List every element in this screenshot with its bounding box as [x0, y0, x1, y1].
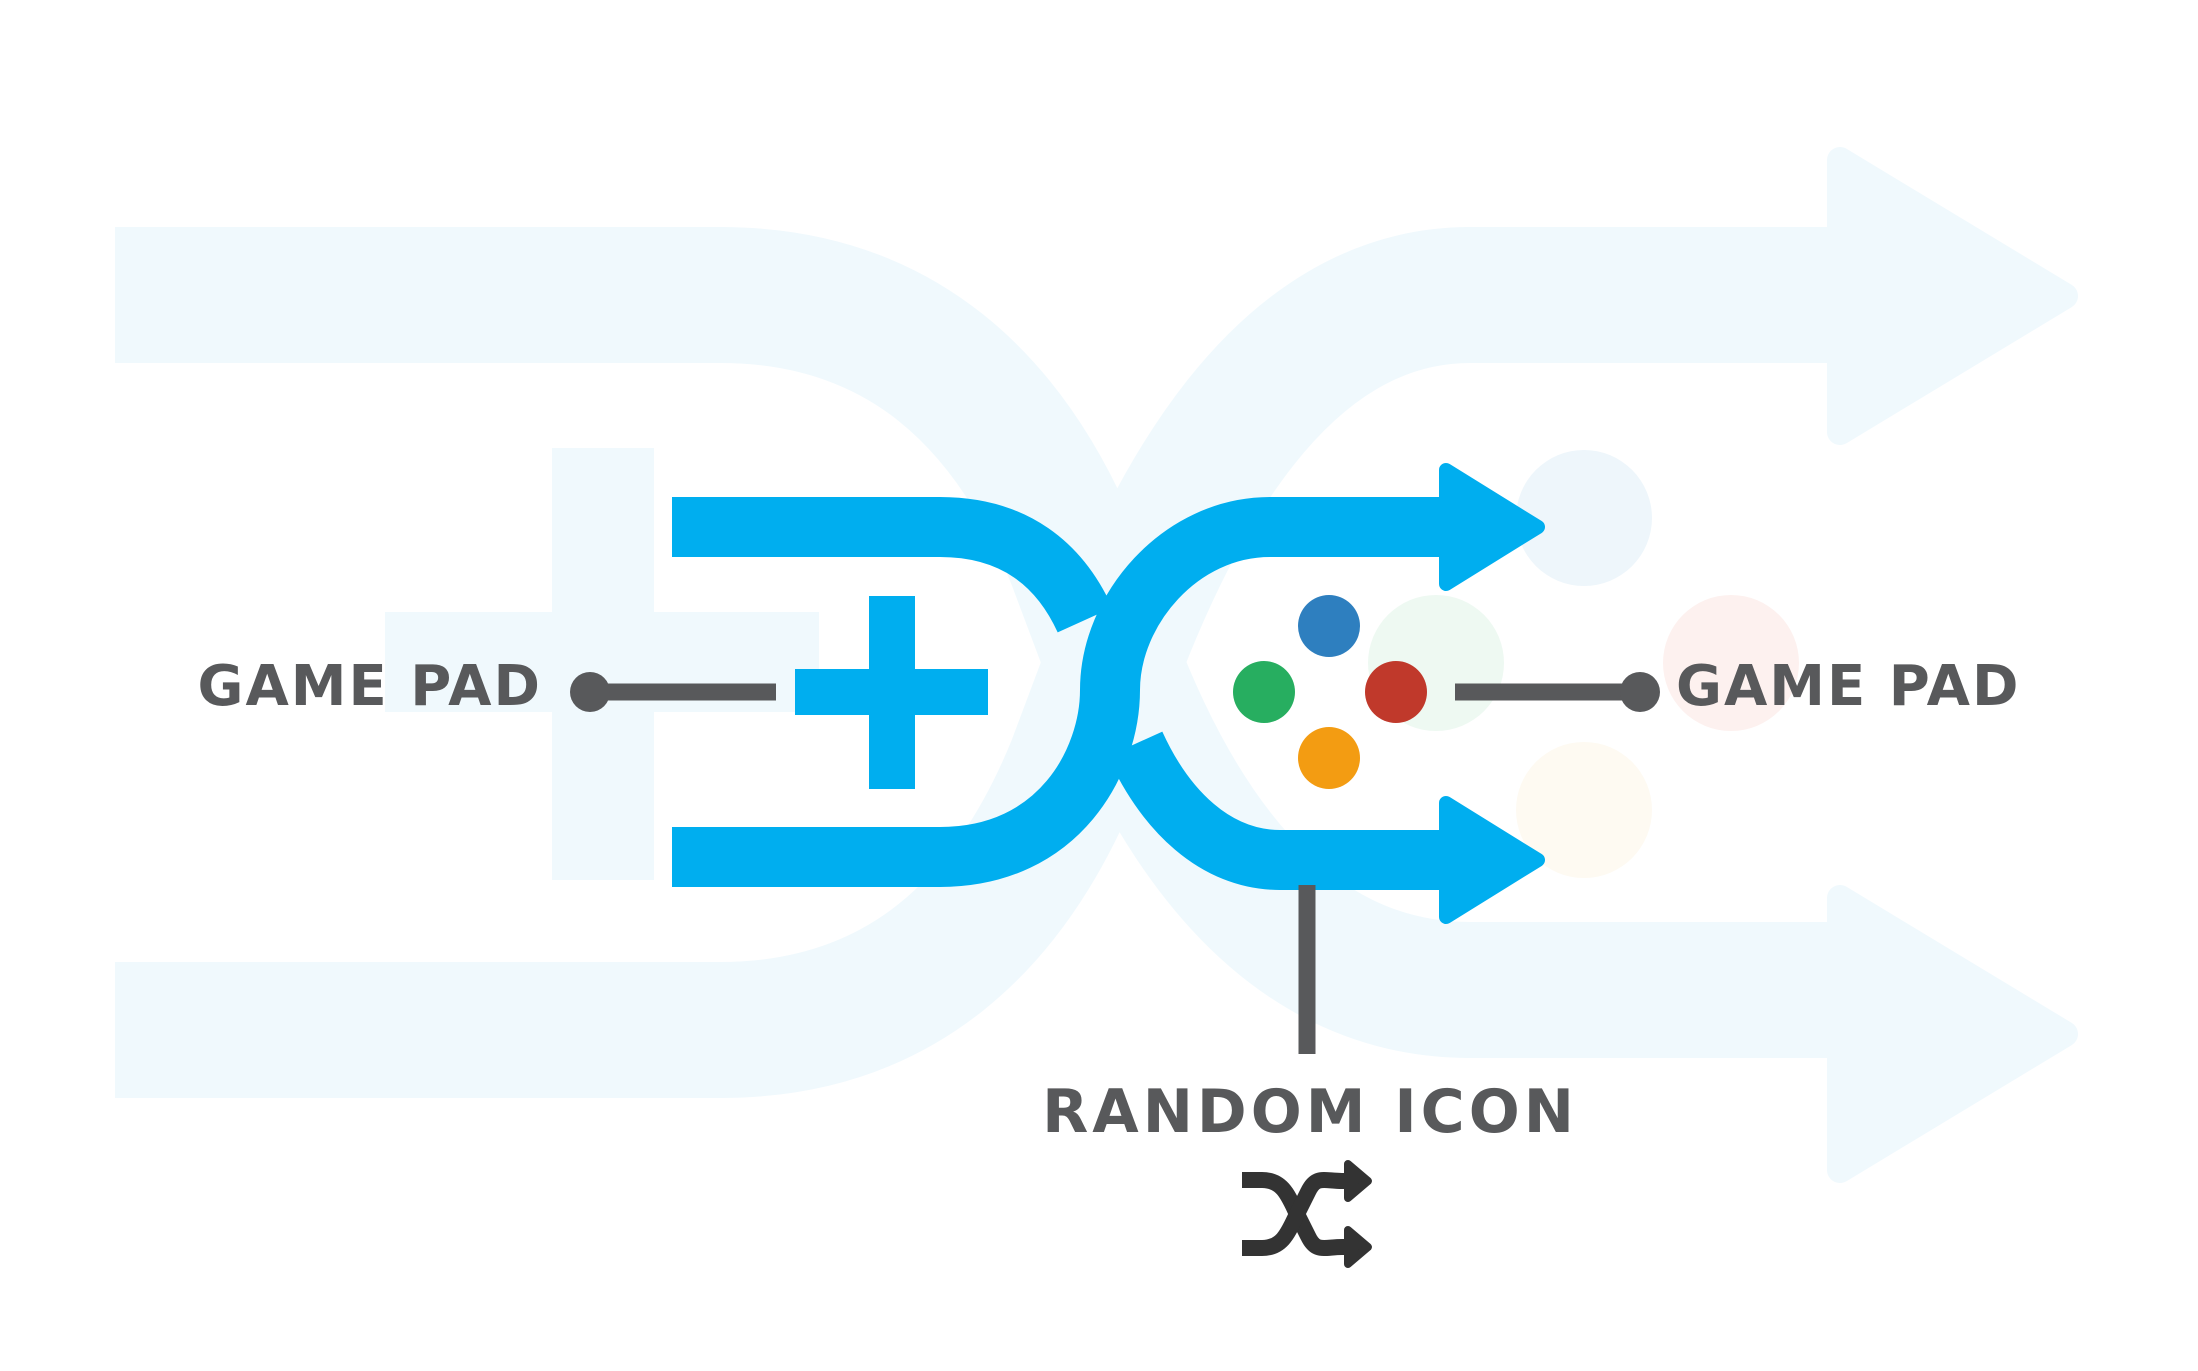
- small-shuffle-path-a: [1242, 1172, 1352, 1256]
- button-green: [1233, 661, 1295, 723]
- shuffle-path-ascending: [672, 497, 1460, 887]
- watermark-dot-red: [1663, 595, 1799, 731]
- shuffle-path-descending: [672, 497, 1113, 634]
- dpad-plus-horizontal: [795, 669, 988, 715]
- watermark-arrowhead-top: [1827, 147, 2078, 445]
- small-shuffle-arrowhead-bottom: [1344, 1226, 1372, 1268]
- small-shuffle-path-b: [1242, 1172, 1352, 1256]
- watermark-arrowhead-bottom: [1827, 885, 2078, 1183]
- connector-left-dot: [570, 672, 610, 712]
- game-pad-label-right: GAME PAD: [1676, 654, 2021, 719]
- shuffle-arrowhead-top: [1439, 463, 1545, 591]
- small-shuffle-arrowhead-top: [1344, 1160, 1372, 1202]
- button-red: [1365, 661, 1427, 723]
- watermark-dot-blue: [1516, 450, 1652, 586]
- watermark-dot-orange: [1516, 742, 1652, 878]
- small-shuffle-icon: [1242, 1160, 1372, 1268]
- connectors: [570, 672, 1660, 1054]
- random-icon-label: RANDOM ICON: [1042, 1077, 1578, 1147]
- connector-right-dot: [1620, 672, 1660, 712]
- gamepad-buttons-icon: [1233, 595, 1427, 789]
- button-blue: [1298, 595, 1360, 657]
- shuffle-arrowhead-bottom: [1439, 796, 1545, 924]
- button-orange: [1298, 727, 1360, 789]
- dpad-plus-icon: [795, 596, 988, 789]
- game-pad-label-left: GAME PAD: [197, 654, 542, 719]
- shuffle-path-descending-tail: [1107, 731, 1460, 890]
- shuffle-icon: [672, 463, 1545, 924]
